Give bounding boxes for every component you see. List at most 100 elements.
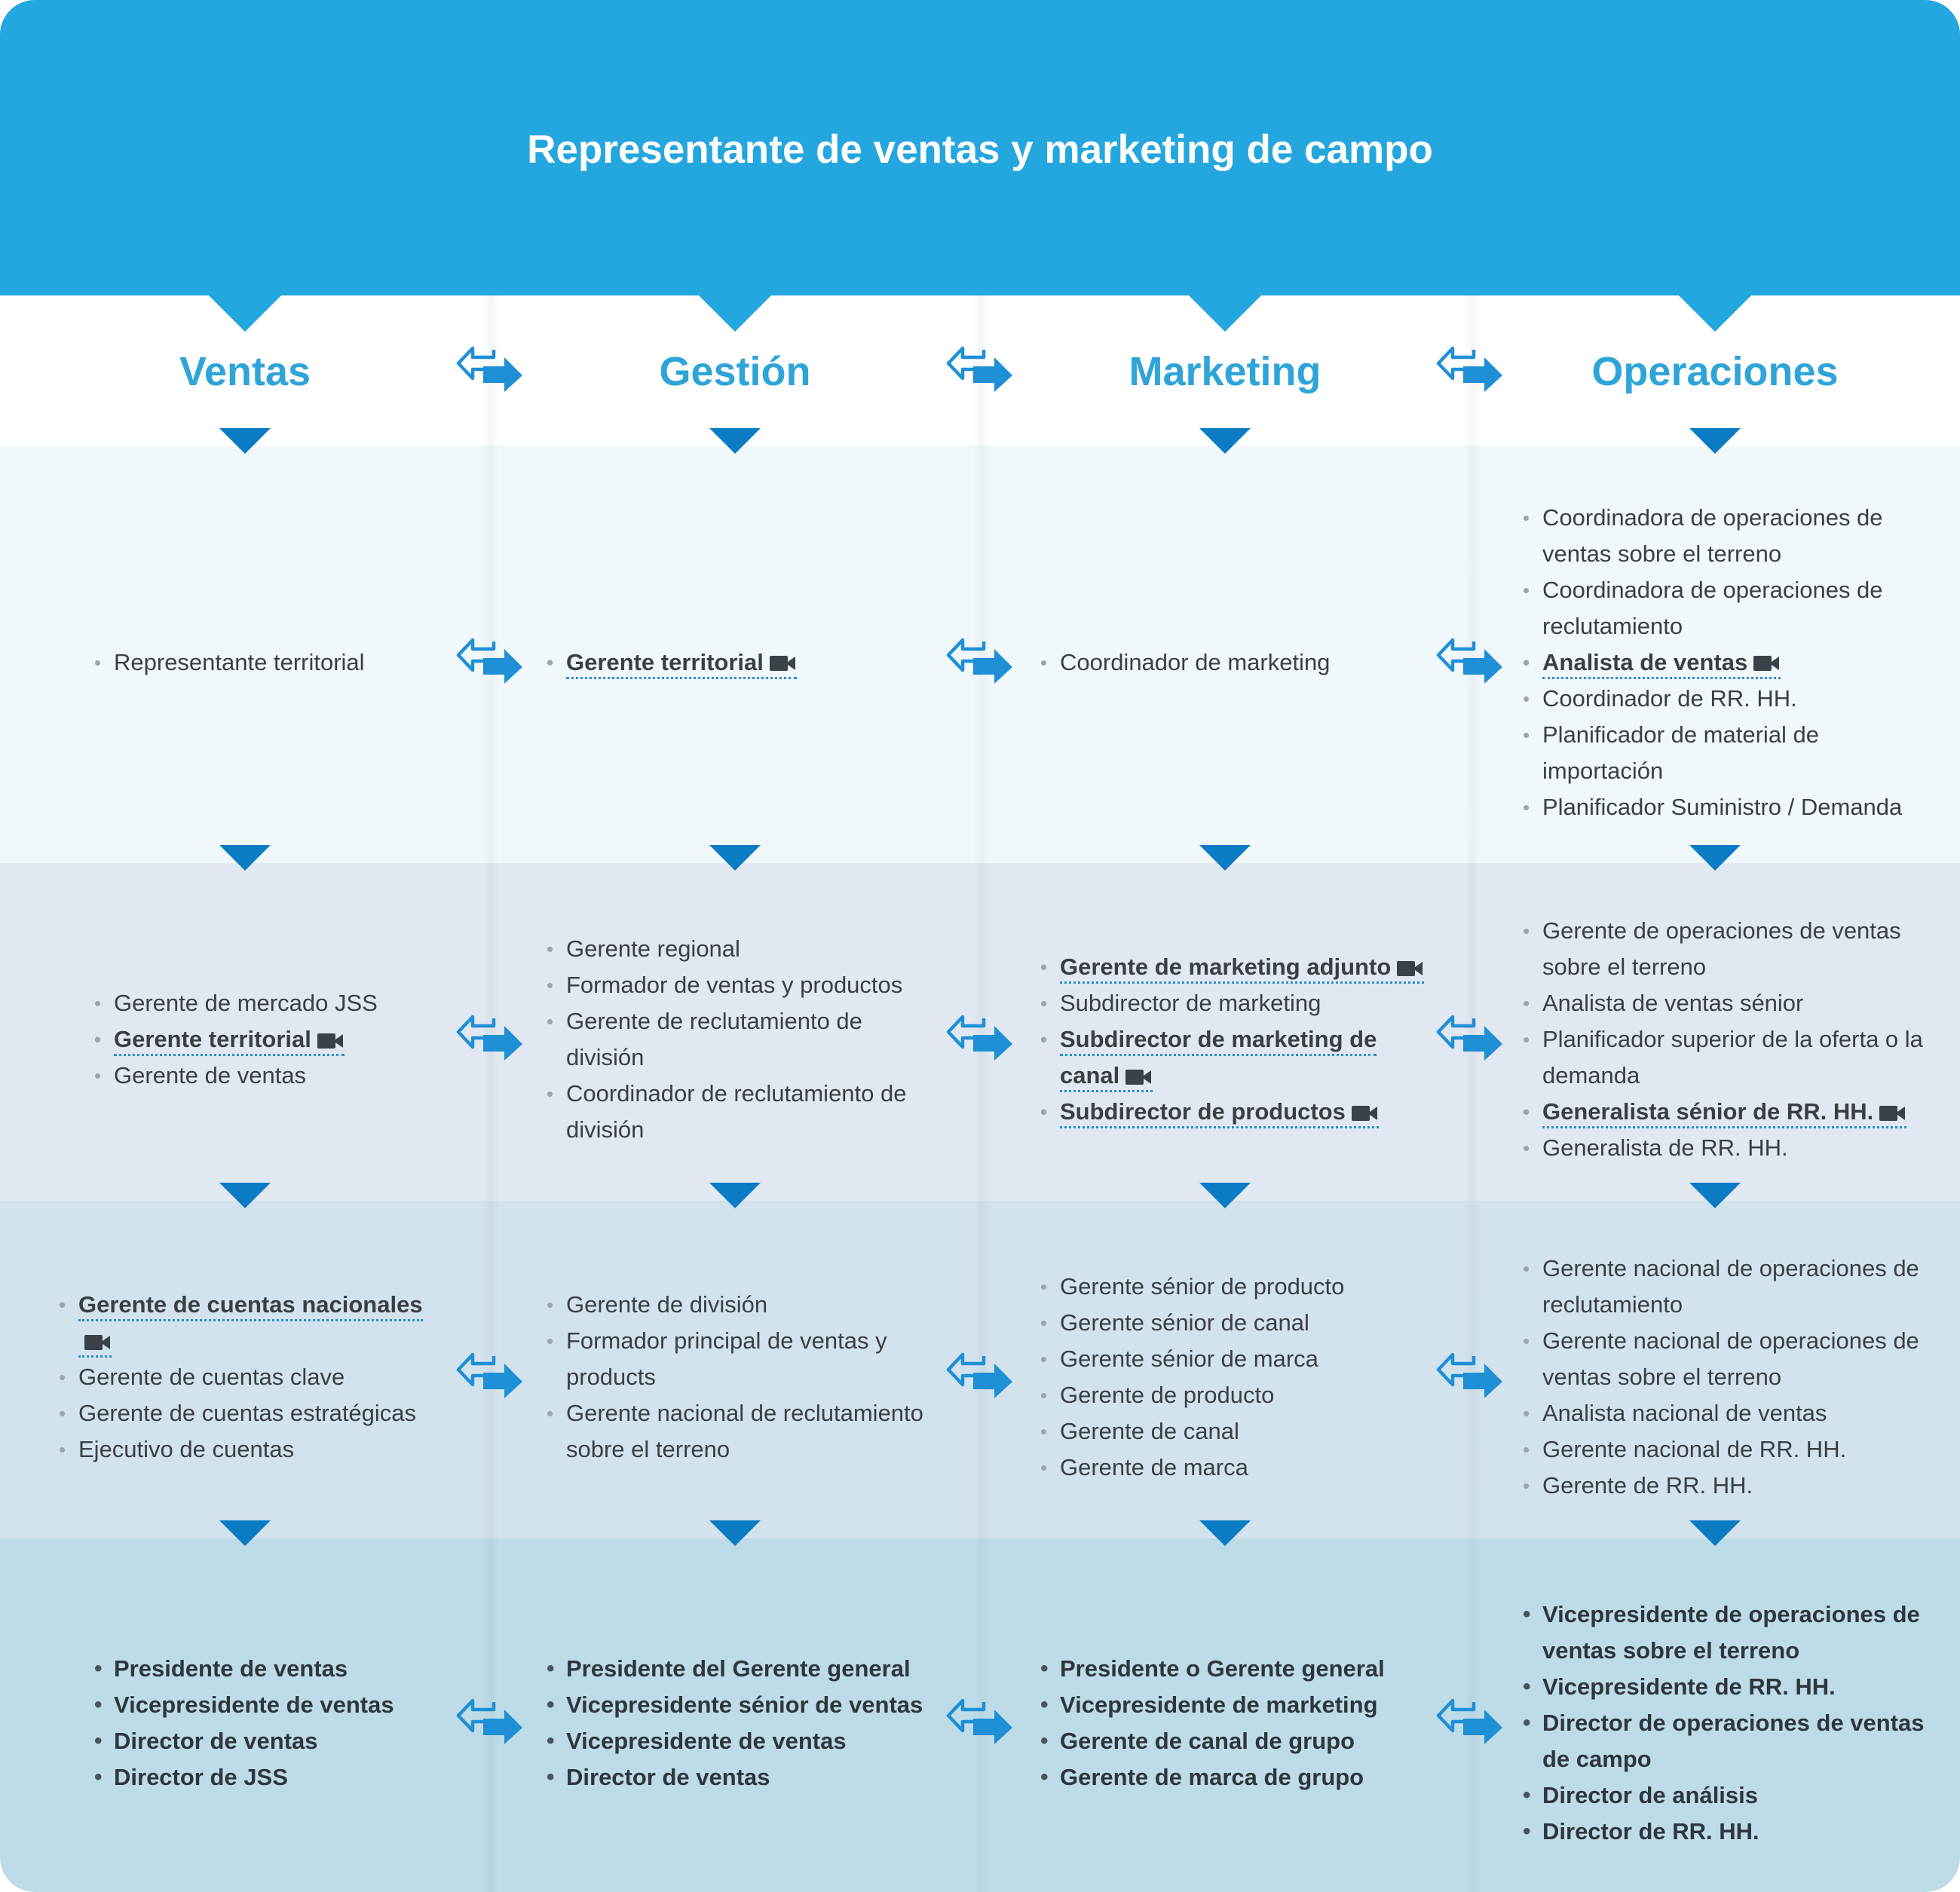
role-label: Generalista de RR. HH. (1542, 1134, 1788, 1161)
role-label: Gerente nacional de operaciones de reclu… (1542, 1255, 1919, 1318)
bidirectional-arrow-icon (456, 1015, 522, 1061)
role-item[interactable]: Gerente territorial (547, 644, 939, 681)
chevron-down-icon (1689, 1520, 1741, 1546)
role-item[interactable]: Subdirector de productos (1040, 1094, 1432, 1130)
chevron-down-icon (209, 295, 281, 332)
role-label: Gerente nacional de reclutamiento sobre … (566, 1400, 923, 1462)
role-list: Representante territorial (94, 469, 449, 856)
video-camera-icon[interactable] (1397, 960, 1424, 977)
chevron-down-icon (709, 1183, 761, 1208)
bidirectional-arrow-icon (1436, 638, 1502, 684)
role-label: Vicepresidente sénior de ventas (566, 1691, 923, 1718)
role-label: Planificador Suministro / Demanda (1542, 793, 1903, 820)
role-item: Planificador Suministro / Demanda (1523, 789, 1941, 825)
role-label: Planificador superior de la oferta o la … (1542, 1026, 1923, 1088)
role-item: Formador principal de ventas y products (547, 1323, 939, 1395)
bidirectional-arrow-icon (456, 638, 522, 684)
video-camera-icon[interactable] (769, 655, 797, 672)
chevron-down-icon (1199, 428, 1251, 454)
chevron-down-icon (219, 1520, 271, 1546)
role-item: Coordinadora de operaciones de ventas so… (1523, 500, 1941, 572)
role-item[interactable]: Gerente de marketing adjunto (1040, 949, 1432, 985)
role-list: Coordinadora de operaciones de ventas so… (1523, 469, 1941, 856)
role-item: Coordinador de reclutamiento de división (547, 1076, 939, 1148)
role-label: Director de ventas (114, 1727, 318, 1754)
role-label: Analista de ventas sénior (1542, 990, 1804, 1016)
role-label: Planificador de material de importación (1542, 721, 1820, 784)
video-camera-icon[interactable] (1125, 1069, 1153, 1085)
role-item[interactable]: Gerente de cuentas nacionales (59, 1287, 451, 1359)
role-label: Gerente de marca de grupo (1060, 1763, 1364, 1790)
role-item: Vicepresidente de marketing (1040, 1687, 1432, 1723)
bidirectional-arrow-icon (1436, 1698, 1502, 1744)
video-camera-icon[interactable] (1879, 1105, 1906, 1122)
role-link[interactable]: Generalista sénior de RR. HH. (1542, 1098, 1907, 1128)
bidirectional-arrow-icon (946, 638, 1012, 684)
role-item: Gerente de RR. HH. (1523, 1468, 1941, 1504)
role-item: Analista nacional de ventas (1523, 1395, 1941, 1431)
role-item: Planificador de material de importación (1523, 717, 1941, 789)
role-label: Coordinador de marketing (1060, 648, 1331, 675)
role-list: Gerente de divisiónFormador principal de… (547, 1223, 939, 1531)
chevron-down-icon (1199, 845, 1251, 871)
column-title-marketing: Marketing (1129, 349, 1321, 394)
video-camera-icon[interactable] (1351, 1105, 1379, 1122)
bidirectional-arrow-icon (946, 1352, 1012, 1398)
role-label: Gerente de producto (1060, 1382, 1275, 1408)
role-item: Director de operaciones de ventas de cam… (1523, 1705, 1941, 1777)
role-item[interactable]: Subdirector de marketing de canal (1040, 1021, 1432, 1094)
role-label: Gerente de cuentas estratégicas (78, 1400, 417, 1426)
role-label: Vicepresidente de ventas (114, 1691, 394, 1718)
bidirectional-arrow-icon (946, 346, 1012, 392)
role-item: Director de ventas (547, 1759, 939, 1796)
video-camera-icon[interactable] (1753, 655, 1781, 672)
role-link[interactable]: Analista de ventas (1542, 648, 1781, 679)
role-label: Gerente regional (566, 935, 740, 962)
diagram-title: Representante de ventas y marketing de c… (527, 127, 1433, 172)
chevron-down-icon (709, 428, 761, 454)
bidirectional-arrow-icon (1436, 346, 1502, 392)
role-item: Director de análisis (1523, 1777, 1941, 1814)
role-item[interactable]: Generalista sénior de RR. HH. (1523, 1094, 1941, 1130)
role-item: Director de ventas (94, 1723, 449, 1759)
bidirectional-arrow-icon (456, 1352, 522, 1398)
role-label: Gerente nacional de operaciones de venta… (1542, 1327, 1919, 1390)
role-label: Analista nacional de ventas (1542, 1400, 1827, 1426)
role-label: Gerente de RR. HH. (1542, 1472, 1753, 1499)
role-item: Subdirector de marketing (1040, 985, 1432, 1021)
role-list: Gerente sénior de productoGerente sénior… (1040, 1223, 1432, 1531)
role-list: Vicepresidente de operaciones de ventas … (1523, 1561, 1941, 1884)
role-label: Subdirector de marketing (1060, 990, 1321, 1016)
role-label: Coordinador de RR. HH. (1542, 684, 1797, 712)
role-list: Gerente de mercado JSSGerente territoria… (94, 886, 449, 1193)
role-label: Ejecutivo de cuentas (78, 1436, 295, 1462)
video-camera-icon[interactable] (317, 1033, 345, 1049)
role-list: Presidente del Gerente generalVicepresid… (547, 1561, 939, 1884)
chevron-down-icon (1199, 1183, 1251, 1208)
role-item: Gerente regional (547, 931, 939, 967)
role-label: Gerente sénior de canal (1060, 1309, 1309, 1336)
role-item[interactable]: Analista de ventas (1523, 644, 1941, 681)
header-banner: Representante de ventas y marketing de c… (0, 0, 1960, 295)
role-item: Representante territorial (94, 644, 449, 681)
role-list: Gerente de marketing adjuntoSubdirector … (1040, 886, 1432, 1193)
role-link[interactable]: Gerente de marketing adjunto (1060, 954, 1425, 984)
role-link[interactable]: Gerente de cuentas nacionales (78, 1291, 423, 1358)
role-item: Gerente de cuentas estratégicas (59, 1395, 451, 1431)
role-item: Vicepresidente de ventas (94, 1687, 449, 1723)
role-label: Director de RR. HH. (1542, 1817, 1759, 1845)
role-link[interactable]: Subdirector de marketing de canal (1060, 1026, 1377, 1092)
role-link[interactable]: Gerente territorial (114, 1026, 345, 1056)
role-item: Director de RR. HH. (1523, 1814, 1941, 1850)
role-label: Presidente del Gerente general (566, 1655, 911, 1682)
role-link[interactable]: Subdirector de productos (1060, 1098, 1379, 1128)
role-item[interactable]: Gerente territorial (94, 1021, 449, 1058)
role-item: Presidente o Gerente general (1040, 1651, 1432, 1687)
video-camera-icon[interactable] (84, 1334, 112, 1351)
role-label: Gerente sénior de marca (1060, 1346, 1318, 1372)
role-item: Gerente sénior de marca (1040, 1341, 1432, 1377)
role-link[interactable]: Gerente territorial (566, 648, 797, 679)
role-item: Gerente de canal de grupo (1040, 1723, 1432, 1759)
role-list: Presidente de ventasVicepresidente de ve… (94, 1561, 449, 1884)
role-label: Formador de ventas y productos (566, 972, 903, 998)
